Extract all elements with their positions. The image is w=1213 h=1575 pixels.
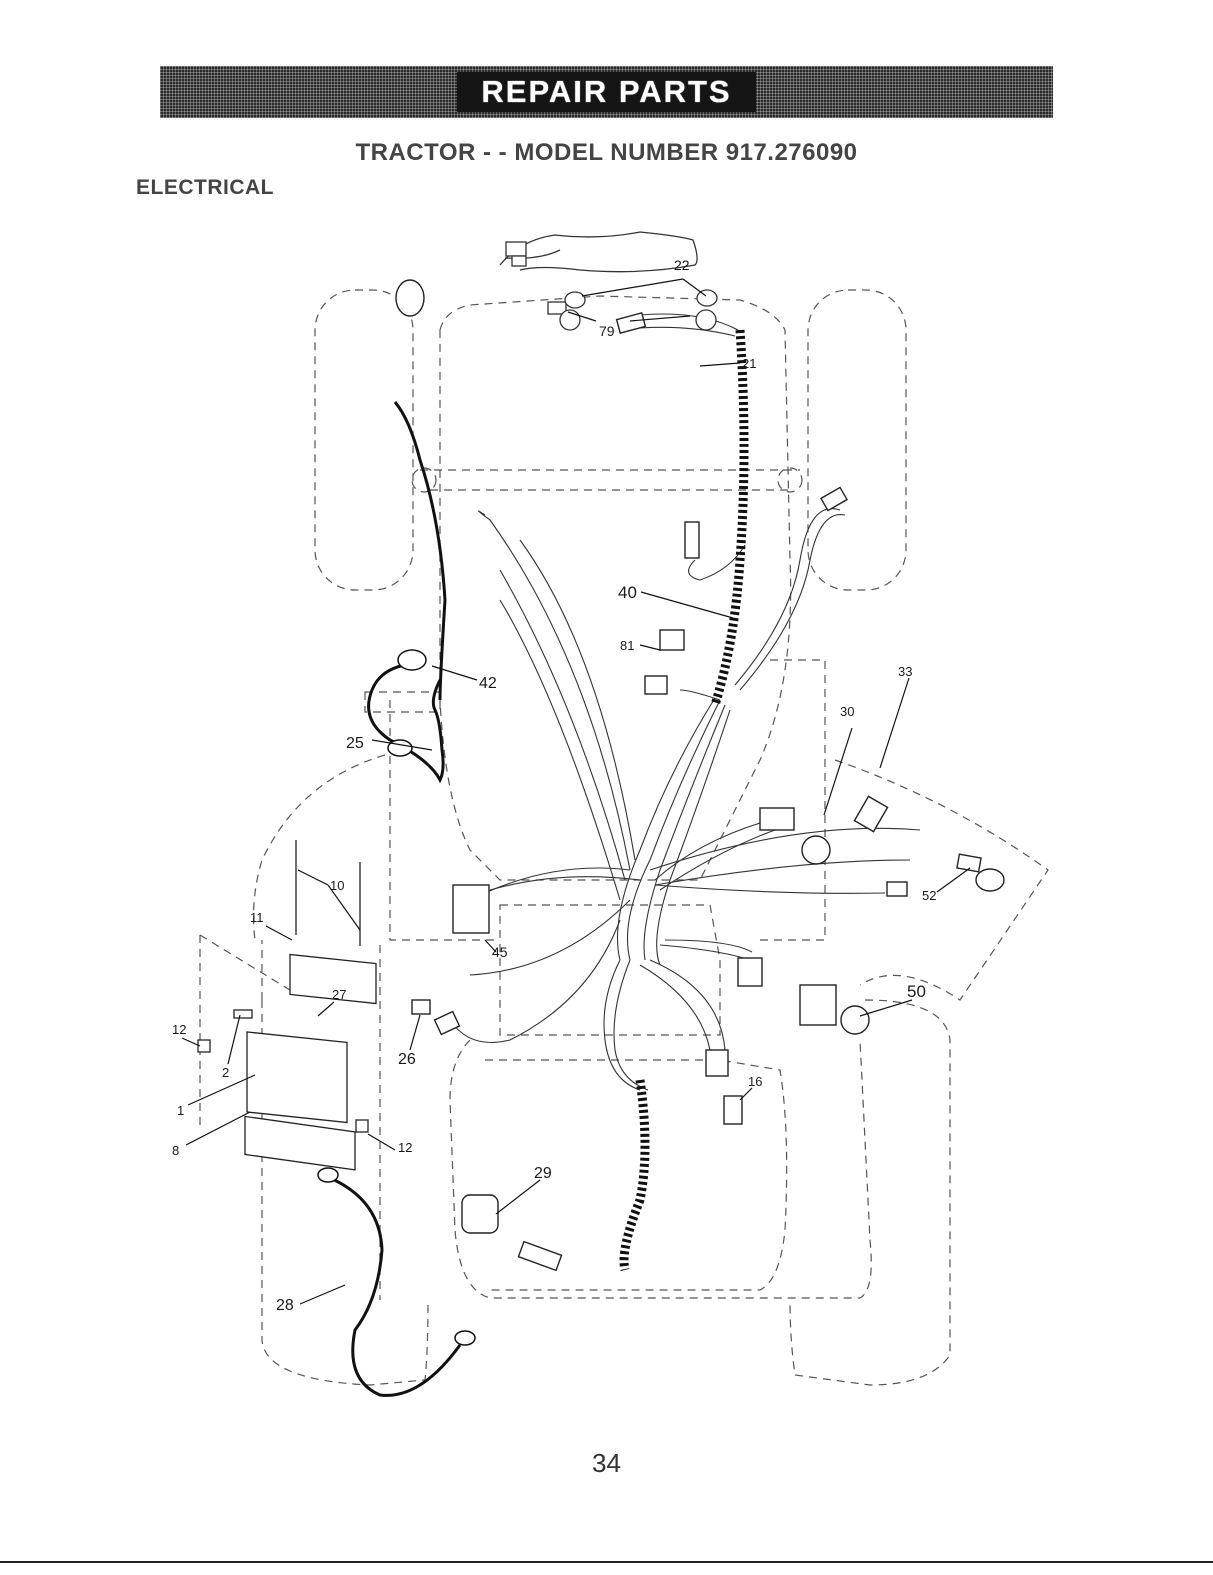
callout-21: 21 <box>742 356 756 371</box>
wiring-harness <box>450 314 920 1090</box>
callout-42: 42 <box>479 675 497 692</box>
callout-22: 22 <box>674 257 690 273</box>
callout-11: 11 <box>250 910 264 925</box>
bottom-rule <box>0 1561 1213 1563</box>
tractor-outline <box>200 290 1048 1385</box>
battery-assembly <box>198 840 376 1170</box>
callout-10: 10 <box>330 878 344 893</box>
callout-81: 81 <box>620 638 634 653</box>
callout-25: 25 <box>346 735 364 752</box>
callout-27: 27 <box>332 987 346 1002</box>
callout-30: 30 <box>840 704 854 719</box>
electrical-diagram: 22 79 21 40 81 42 25 33 30 10 11 45 52 2… <box>0 0 1213 1420</box>
relay-81 <box>660 630 684 650</box>
callout-12-left: 12 <box>172 1022 186 1037</box>
callout-12-right: 12 <box>398 1140 412 1155</box>
callout-16: 16 <box>748 1074 762 1089</box>
callout-50: 50 <box>907 982 926 1001</box>
callout-28: 28 <box>276 1297 294 1314</box>
callout-29: 29 <box>534 1165 552 1182</box>
callout-26: 26 <box>398 1051 416 1068</box>
callout-79: 79 <box>599 323 615 339</box>
callout-1: 1 <box>177 1103 184 1118</box>
connectors <box>396 280 1004 1270</box>
callout-2: 2 <box>222 1065 229 1080</box>
callout-52: 52 <box>922 888 936 903</box>
conduit-40 <box>624 330 744 1270</box>
callout-45: 45 <box>492 944 508 960</box>
callout-40: 40 <box>618 583 637 602</box>
callout-33: 33 <box>898 664 912 679</box>
callout-8: 8 <box>172 1143 179 1158</box>
page-number: 34 <box>0 1448 1213 1479</box>
battery-cables <box>330 402 460 1395</box>
